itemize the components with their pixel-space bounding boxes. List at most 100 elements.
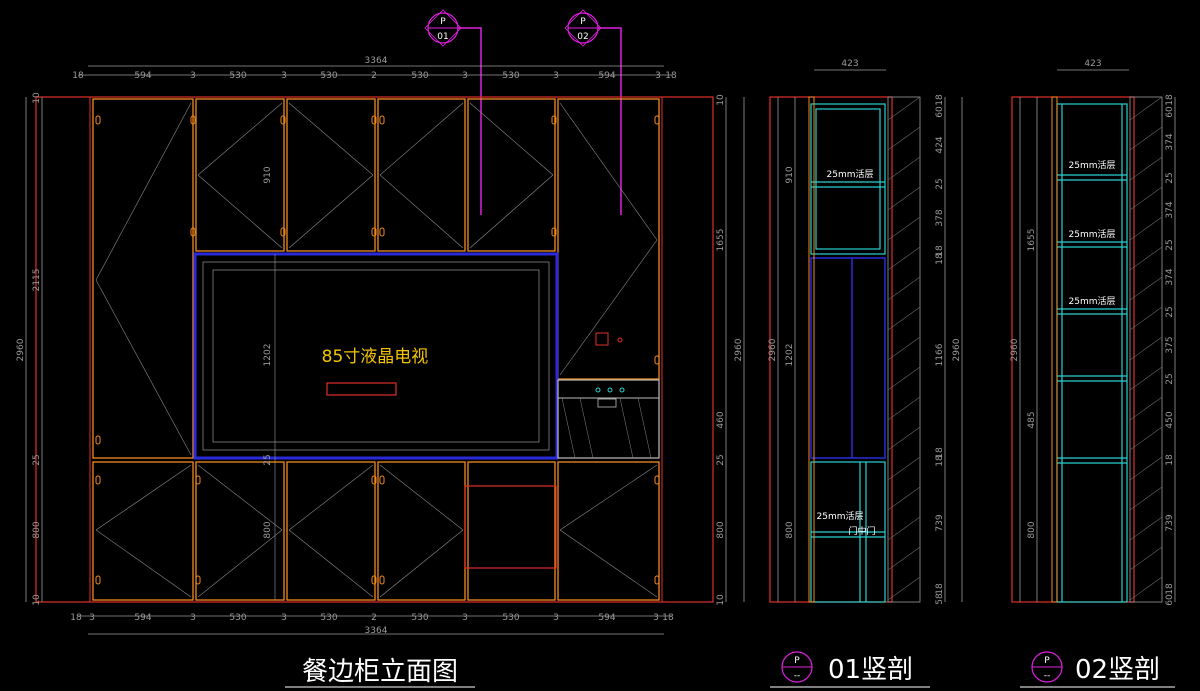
section-02-shelf-label: 25mm活层 (1069, 159, 1116, 171)
svg-text:18: 18 (935, 583, 945, 595)
top-dim: 3 (462, 71, 468, 81)
elevation-top-dimensions: 3364 18 594 3 530 3 530 2 530 3 530 3 59… (72, 56, 677, 81)
svg-text:2960: 2960 (1010, 338, 1020, 361)
svg-text:18: 18 (935, 245, 945, 257)
section-02-shelf-label: 25mm活层 (1069, 228, 1116, 240)
section-01-drawing: 423 (768, 59, 963, 688)
svg-text:530: 530 (502, 613, 519, 623)
svg-text:374: 374 (1165, 133, 1175, 150)
svg-text:60: 60 (935, 106, 945, 118)
svg-text:58: 58 (935, 593, 945, 605)
svg-text:18: 18 (70, 613, 82, 623)
svg-text:25: 25 (1165, 239, 1175, 250)
svg-text:1166: 1166 (935, 343, 945, 366)
right-dim: 10 (716, 594, 726, 606)
svg-text:25: 25 (1165, 172, 1175, 183)
section-01-boxes (810, 103, 886, 603)
svg-text:910: 910 (263, 166, 273, 183)
svg-text:2960: 2960 (952, 338, 962, 361)
svg-text:18: 18 (1165, 94, 1175, 106)
svg-text:--: -- (794, 671, 801, 681)
svg-text:530: 530 (229, 613, 246, 623)
elevation-right-dimensions: 10 1655 460 25 800 10 2960 (716, 94, 745, 606)
svg-text:800: 800 (1027, 521, 1037, 538)
svg-text:02竖剖: 02竖剖 (1075, 655, 1160, 685)
top-dim: 530 (229, 71, 246, 81)
tv-unit: 85寸液晶电视 (193, 252, 559, 600)
right-dim: 25 (716, 454, 726, 465)
svg-text:18: 18 (1165, 454, 1175, 466)
top-dim: 3 (281, 71, 287, 81)
right-dim: 10 (716, 94, 726, 106)
tv-soundbar (326, 382, 397, 396)
section-line-01 (458, 27, 482, 215)
oven-appliance (557, 332, 660, 459)
section-01-shelf-label: 25mm活层 (827, 168, 874, 180)
left-dim: 10 (32, 92, 42, 104)
top-dim: 530 (320, 71, 337, 81)
svg-text:25: 25 (1165, 306, 1175, 317)
section-02-title: P -- 02竖剖 (1020, 651, 1175, 688)
svg-text:739: 739 (1165, 514, 1175, 531)
svg-text:P: P (1044, 656, 1050, 666)
upper-door-diagonals (95, 102, 658, 456)
right-dim: 460 (716, 411, 726, 428)
svg-text:530: 530 (411, 613, 428, 623)
svg-text:739: 739 (935, 514, 945, 531)
svg-text:01竖剖: 01竖剖 (828, 655, 913, 685)
svg-text:18: 18 (1165, 583, 1175, 595)
svg-text:P: P (794, 656, 800, 666)
svg-text:1202: 1202 (263, 344, 273, 367)
top-dim: 3 (655, 71, 661, 81)
elevation-bottom-dimensions: 18 3 594 3 530 3 530 2 530 3 530 3 594 3… (70, 613, 674, 636)
svg-text:450: 450 (1165, 411, 1175, 428)
svg-text:3: 3 (281, 613, 287, 623)
elevation-top-total: 3364 (365, 56, 388, 66)
section-marker-01[interactable]: P 01 (424, 9, 482, 215)
svg-text:1202: 1202 (785, 344, 795, 367)
svg-text:594: 594 (598, 613, 615, 623)
svg-text:25: 25 (935, 178, 945, 189)
section-02-width: 423 (1084, 59, 1101, 69)
top-dim: 530 (502, 71, 519, 81)
svg-text:60: 60 (1165, 594, 1175, 606)
section-02-shelf-label: 25mm活层 (1069, 295, 1116, 307)
svg-text:374: 374 (1165, 268, 1175, 285)
section-01-shelf-label: 25mm活层 (817, 510, 864, 522)
svg-text:910: 910 (785, 166, 795, 183)
right-total: 2960 (734, 338, 744, 361)
elevation-drawing: 3364 18 594 3 530 3 530 2 530 3 530 3 59… (16, 56, 745, 688)
section-01-wall-hatch (887, 96, 921, 603)
elevation-left-dimensions: 10 2115 25 800 10 2960 (16, 92, 43, 606)
left-dim: 800 (32, 521, 42, 538)
top-dim: 3 (190, 71, 196, 81)
svg-text:--: -- (1044, 671, 1051, 681)
svg-text:378: 378 (935, 209, 945, 226)
svg-text:60: 60 (1165, 106, 1175, 118)
section-02-drawing: 423 (1010, 59, 1176, 688)
top-dim: 594 (134, 71, 151, 81)
svg-text:530: 530 (320, 613, 337, 623)
section-02-wall-hatch (1129, 96, 1163, 603)
left-total: 2960 (16, 338, 26, 361)
svg-text:485: 485 (1027, 411, 1037, 428)
svg-text:18: 18 (935, 253, 945, 265)
marker-01-bottom-label: 01 (437, 32, 448, 42)
marker-01-top-label: P (440, 17, 446, 27)
top-dim: 530 (411, 71, 428, 81)
top-dim: 18 (72, 71, 84, 81)
top-dim: 2 (371, 71, 377, 81)
svg-text:25: 25 (1165, 373, 1175, 384)
svg-text:18: 18 (935, 447, 945, 459)
marker-02-top-label: P (580, 17, 586, 27)
svg-text:18: 18 (935, 94, 945, 106)
right-dim: 1655 (716, 229, 726, 252)
elevation-title: 餐边柜立面图 (302, 657, 458, 687)
section-marker-02[interactable]: P 02 (564, 9, 622, 215)
section-01-width: 423 (841, 59, 858, 69)
left-dim: 2115 (32, 269, 42, 292)
svg-text:3: 3 (89, 613, 95, 623)
top-dim: 18 (665, 71, 677, 81)
svg-text:3: 3 (553, 613, 559, 623)
